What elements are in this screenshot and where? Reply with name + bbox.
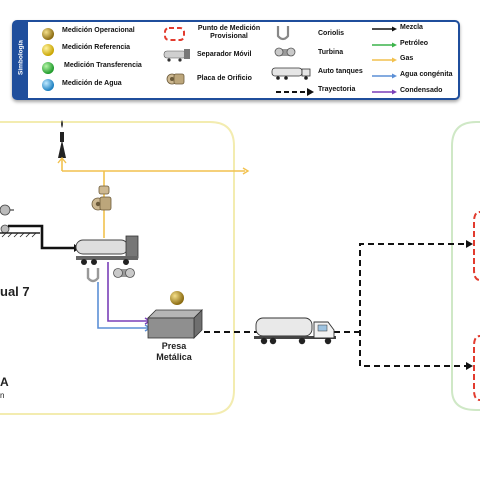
operational-sphere-icon bbox=[170, 291, 184, 305]
orifice-plate-icon bbox=[91, 185, 112, 211]
tanker-truck-icon bbox=[254, 317, 336, 345]
legend-gas: Gas bbox=[400, 55, 414, 62]
flare-stack-icon bbox=[58, 120, 66, 158]
presa-metalica-tank bbox=[147, 309, 203, 339]
stream-petroleo-icon bbox=[372, 42, 397, 48]
turbine-icon bbox=[113, 268, 135, 278]
mixture-line bbox=[8, 224, 76, 250]
stream-gas-icon bbox=[372, 57, 397, 63]
left-zone-frame bbox=[0, 121, 235, 415]
legend-mezcla: Mezcla bbox=[400, 24, 423, 31]
legend-condensado: Condensado bbox=[400, 87, 443, 94]
bottom-small-text: n bbox=[0, 391, 5, 400]
operational-sphere-icon bbox=[42, 28, 54, 40]
provisional-point-icon bbox=[473, 335, 480, 401]
legend-referencia: Medición Referencia bbox=[62, 44, 131, 51]
legend-title-bar: Simbología bbox=[14, 22, 28, 98]
legend-placa: Placa de Orificio bbox=[197, 75, 252, 82]
water-sphere-icon bbox=[42, 79, 54, 91]
coriolis-icon bbox=[276, 26, 290, 41]
presa-label-line1: Presa bbox=[161, 341, 187, 351]
mobile-separator-icon bbox=[75, 235, 139, 265]
stream-mezcla-icon bbox=[372, 26, 397, 32]
legend-icons bbox=[42, 26, 397, 96]
legend-trayectoria: Trayectoria bbox=[318, 86, 356, 93]
legend-coriolis: Coriolis bbox=[318, 30, 345, 37]
legend-operacional: Medición Operacional bbox=[62, 27, 135, 34]
legend-panel: Simbología bbox=[12, 20, 460, 100]
bottom-letter: A bbox=[0, 375, 9, 389]
legend-agua: Medición de Agua bbox=[62, 80, 122, 87]
condensate-line bbox=[107, 262, 148, 322]
provisional-point-icon bbox=[164, 27, 185, 41]
mobile-separator-icon bbox=[163, 49, 190, 62]
orifice-plate-icon bbox=[166, 73, 185, 85]
presa-label: Presa Metálica bbox=[150, 341, 198, 363]
zone-label-fragment: ual 7 bbox=[0, 284, 30, 299]
legend-auto-tanques: Auto tanques bbox=[318, 68, 363, 75]
provisional-point-icon bbox=[473, 211, 480, 281]
ground-hatch bbox=[0, 232, 40, 238]
legend-punto-provisional: Punto de Medición Provisional bbox=[197, 25, 261, 40]
stream-condensado-icon bbox=[372, 89, 397, 95]
tanker-icon bbox=[271, 67, 311, 80]
coriolis-icon bbox=[86, 268, 100, 283]
legend-agua-congenita: Agua congénita bbox=[400, 71, 453, 78]
legend-petroleo: Petróleo bbox=[400, 40, 429, 47]
stream-agua-icon bbox=[372, 73, 397, 79]
legend-turbina: Turbina bbox=[318, 49, 344, 56]
right-zone-frame bbox=[451, 121, 480, 411]
turbine-icon bbox=[274, 47, 296, 57]
reference-sphere-icon bbox=[42, 44, 54, 56]
legend-transferencia: Medición Transferencia bbox=[64, 62, 142, 69]
wellhead-valve-icon bbox=[0, 204, 14, 234]
legend-separador: Separador Móvil bbox=[197, 51, 252, 58]
water-line bbox=[97, 282, 148, 329]
presa-label-line2: Metálica bbox=[156, 352, 192, 362]
transfer-sphere-icon bbox=[42, 62, 54, 74]
